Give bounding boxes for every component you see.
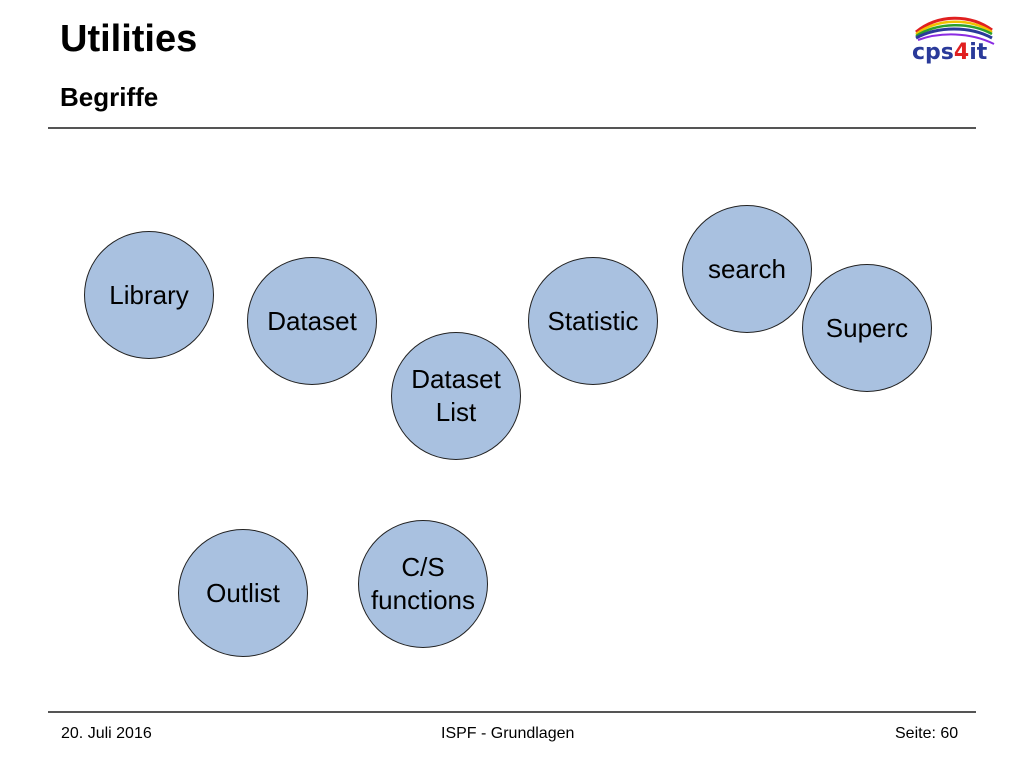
bubble-label: Dataset	[267, 305, 357, 336]
bubble-label: Superc	[825, 312, 909, 343]
footer-divider	[48, 711, 976, 713]
header-divider	[48, 127, 976, 129]
cps4it-fish-logo-icon	[915, 16, 995, 45]
slide-title: Utilities	[60, 18, 198, 60]
logo-fish-arc-red	[915, 16, 993, 34]
footer-title: ISPF - Grundlagen	[441, 725, 575, 742]
bubble-label: C/S functions	[370, 552, 476, 615]
logo-text-end: it	[969, 40, 988, 65]
bubble-label: Outlist	[206, 577, 280, 608]
bubble-label: search	[707, 253, 787, 284]
logo-fish-arc-purple	[917, 33, 995, 45]
logo-text-main: cps	[912, 40, 954, 65]
logo-text-highlight: 4	[953, 40, 970, 65]
logo-fish-arc-yellow	[915, 20, 993, 36]
logo-fish-arc-green	[915, 24, 993, 38]
bubble-dataset-list: Dataset List	[391, 332, 521, 460]
logo-wordmark: cps4it	[912, 40, 1002, 66]
bubble-search: search	[682, 205, 812, 333]
bubble-library: Library	[84, 231, 214, 359]
bubble-dataset: Dataset	[247, 257, 377, 385]
bubble-label: Statistic	[547, 305, 639, 336]
bubble-cs-functions: C/S functions	[358, 520, 488, 648]
footer-date: 20. Juli 2016	[61, 725, 152, 742]
logo-fish-arc-blue	[915, 27, 993, 40]
bubble-label: Library	[109, 279, 189, 310]
bubble-superc: Superc	[802, 264, 932, 392]
footer-page-number: Seite: 60	[895, 725, 959, 742]
slide-subtitle: Begriffe	[60, 82, 159, 112]
bubble-outlist: Outlist	[178, 529, 308, 657]
bubble-label: Dataset List	[411, 364, 501, 427]
bubble-statistic: Statistic	[528, 257, 658, 385]
